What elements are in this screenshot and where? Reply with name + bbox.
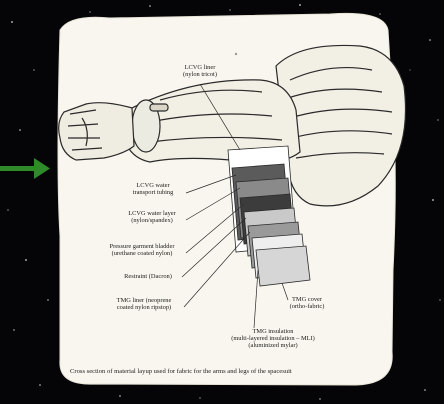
label-tmg-insulation: TMG insulation (multi-layered insulation… (218, 328, 328, 349)
figure-caption: Cross section of material layup used for… (70, 368, 292, 375)
label-tmg-insulation-line1: TMG insulation (218, 328, 328, 335)
arrow-right-icon (0, 158, 50, 179)
label-tmg-liner-line2: coated nylon ripstop) (104, 304, 184, 311)
glove (59, 103, 134, 160)
label-pressure-bladder-line1: Pressure garment bladder (98, 243, 186, 250)
label-restraint-line1: Restraint (Dacron) (114, 273, 182, 280)
label-lcvg-water-tubing-line1: LCVG water (120, 182, 186, 189)
label-tmg-insulation-line3: (aluminized mylar) (218, 342, 328, 349)
label-tmg-liner: TMG liner (neoprene coated nylon ripstop… (104, 297, 184, 311)
label-lcvg-liner-title: LCVG liner (168, 64, 232, 71)
label-pressure-bladder: Pressure garment bladder (urethane coate… (98, 243, 186, 257)
label-restraint: Restraint (Dacron) (114, 273, 182, 280)
label-pressure-bladder-line2: (urethane coated nylon) (98, 250, 186, 257)
label-tmg-cover-line1: TMG cover (282, 296, 332, 303)
label-lcvg-water-tubing-line2: transport tubing (120, 189, 186, 196)
label-lcvg-water-layer-line1: LCVG water layer (118, 210, 186, 217)
label-tmg-cover-line2: (ortho-fabric) (282, 303, 332, 310)
label-tmg-insulation-line2: (multi-layered insulation – MLI) (218, 335, 328, 342)
label-lcvg-water-layer: LCVG water layer (nylon/spandex) (118, 210, 186, 224)
label-lcvg-water-layer-line2: (nylon/spandex) (118, 217, 186, 224)
layer-tmg-cover (256, 246, 310, 286)
label-lcvg-liner: LCVG liner (nylon tricot) (168, 64, 232, 78)
label-lcvg-water-tubing: LCVG water transport tubing (120, 182, 186, 196)
label-tmg-cover: TMG cover (ortho-fabric) (282, 296, 332, 310)
label-lcvg-liner-material: (nylon tricot) (168, 71, 232, 78)
label-tmg-liner-line1: TMG liner (neoprene (104, 297, 184, 304)
